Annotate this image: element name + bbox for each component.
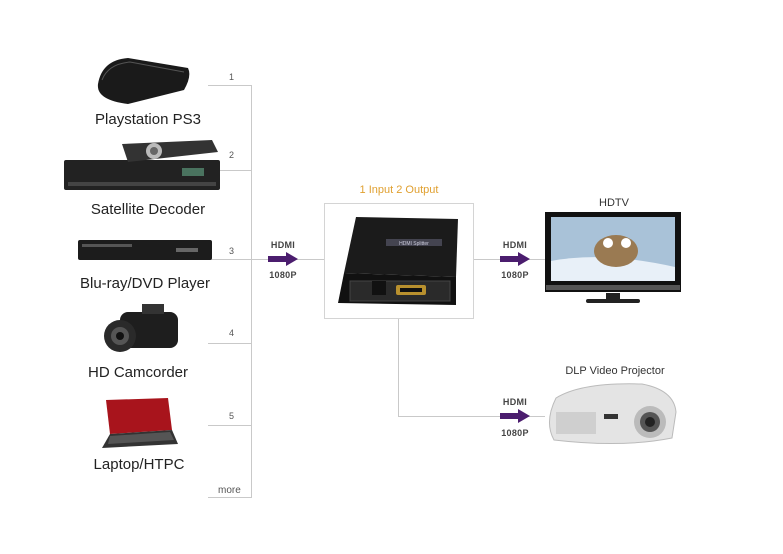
branch-line-1: [208, 85, 252, 86]
branch-line-4: [208, 343, 252, 344]
resolution-label-projector: 1080P: [501, 428, 529, 438]
resolution-label-tv: 1080P: [501, 270, 529, 280]
arrow-right-icon: [500, 409, 530, 423]
branch-line-2: [208, 170, 252, 171]
branch-number: 4: [229, 328, 235, 338]
hdmi-label-projector: HDMI: [502, 397, 528, 407]
branch-line-3: [208, 259, 324, 260]
hdmi-label-tv: HDMI: [502, 240, 528, 250]
bluray-player-icon: [78, 240, 212, 260]
source-label: Playstation PS3: [95, 111, 201, 128]
splitter-device-text: HDMI Splitter: [399, 241, 429, 247]
output-line-vertical: [398, 319, 399, 417]
tv-icon: [545, 212, 681, 303]
branch-number: 2: [229, 150, 235, 160]
output-label: HDTV: [599, 197, 629, 209]
more-label: more: [218, 485, 241, 496]
source-label: Laptop/HTPC: [93, 456, 185, 473]
projector-icon: [549, 383, 677, 445]
branch-number: 3: [229, 246, 235, 256]
output-label: DLP Video Projector: [565, 365, 665, 377]
branch-line-5: [208, 425, 252, 426]
hdmi-label-input: HDMI: [270, 240, 296, 250]
source-label: Blu-ray/DVD Player: [79, 275, 211, 292]
splitter-box: [324, 203, 474, 319]
splitter-title: 1 Input 2 Output: [359, 184, 439, 196]
hdmi-splitter-icon: HDMI Splitter: [338, 217, 458, 305]
game-console-icon: [97, 58, 190, 104]
branch-number: 1: [229, 72, 235, 82]
output-line-projector: [398, 416, 545, 417]
source-bus-line: [251, 85, 252, 497]
arrow-right-icon: [268, 252, 298, 266]
satellite-decoder-icon: [64, 140, 220, 190]
source-label: HD Camcorder: [87, 364, 189, 381]
branch-number: 5: [229, 411, 235, 421]
camcorder-icon: [104, 304, 178, 352]
source-label: Satellite Decoder: [90, 201, 206, 218]
resolution-label-input: 1080P: [269, 270, 297, 280]
laptop-icon: [102, 398, 178, 448]
branch-line-more: [208, 497, 252, 498]
arrow-right-icon: [500, 252, 530, 266]
